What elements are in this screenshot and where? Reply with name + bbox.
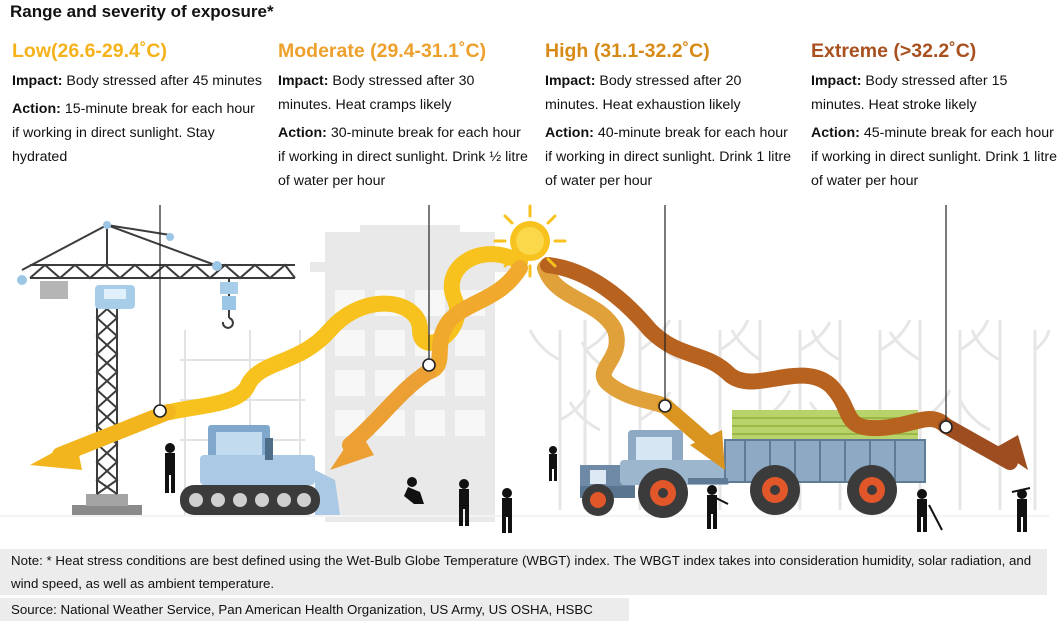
level-moderate: Moderate (29.4-31.1˚C) Impact: Body stre… xyxy=(278,40,528,197)
impact-text: Impact: Body stressed after 15 minutes. … xyxy=(811,73,1008,113)
level-heading: Extreme (>32.2˚C) xyxy=(811,40,977,62)
level-high: High (31.1-32.2˚C) Impact: Body stressed… xyxy=(545,40,795,197)
action-text: Action: 15-minute break for each hour if… xyxy=(12,101,255,165)
arrow-extreme xyxy=(995,435,1028,470)
worker-icon xyxy=(165,443,1027,533)
action-text: Action: 40-minute break for each hour if… xyxy=(545,125,792,189)
footnotes: Note: * Heat stress conditions are best … xyxy=(0,549,1049,624)
note-text: Note: * Heat stress conditions are best … xyxy=(0,549,1047,595)
source-text: Source: National Weather Service, Pan Am… xyxy=(0,598,629,621)
arrow-low xyxy=(30,440,82,470)
heat-flow-high xyxy=(537,260,718,453)
arrow-high xyxy=(690,430,725,470)
level-heading: Low(26.6-29.4˚C) xyxy=(12,40,167,62)
tractor-icon xyxy=(580,430,730,518)
heat-flow-extreme xyxy=(540,257,1018,470)
action-text: Action: 30-minute break for each hour if… xyxy=(278,125,528,189)
sun-icon xyxy=(493,204,567,278)
level-extreme: Extreme (>32.2˚C) Impact: Body stressed … xyxy=(811,40,1061,197)
illustration xyxy=(0,204,1051,533)
impact-text: Impact: Body stressed after 30 minutes. … xyxy=(278,73,475,113)
arrow-moderate xyxy=(330,428,374,470)
level-low: Low(26.6-29.4˚C) Impact: Body stressed a… xyxy=(12,40,262,173)
bulldozer-icon xyxy=(180,425,340,515)
trailer-icon xyxy=(688,410,926,515)
heat-flow-low xyxy=(52,246,528,463)
pointer-lines xyxy=(159,205,947,426)
page-title: Range and severity of exposure* xyxy=(10,2,274,21)
impact-text: Impact: Body stressed after 20 minutes. … xyxy=(545,73,742,113)
marker-dots xyxy=(153,358,953,434)
action-text: Action: 45-minute break for each hour if… xyxy=(811,125,1058,189)
crane-icon xyxy=(17,221,296,515)
level-heading: Moderate (29.4-31.1˚C) xyxy=(278,40,487,62)
impact-text: Impact: Body stressed after 45 minutes xyxy=(12,73,262,89)
level-heading: High (31.1-32.2˚C) xyxy=(545,40,710,62)
